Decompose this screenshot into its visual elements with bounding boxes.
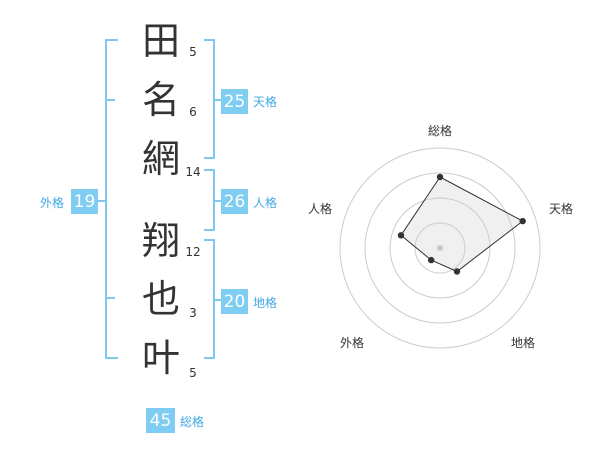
stroke-count-3: 14 [185,165,201,179]
radar-ring-2 [389,197,491,299]
stroke-count-5: 3 [189,306,197,320]
stroke-count-2: 6 [189,105,197,119]
jinkaku-label: 人格 [253,196,278,210]
soukaku-badge: 45 [146,408,175,433]
name-char-4: 翔 [141,219,180,263]
name-char-6: 叶 [141,336,180,380]
jinkaku-bracket [204,169,215,231]
radar-ring-1 [414,222,466,274]
name-char-3: 網 [141,137,180,181]
tenkaku-badge: 25 [221,89,248,114]
name-char-5: 也 [141,277,180,321]
soukaku-label: 総格 [180,415,205,429]
stroke-count-6: 5 [189,366,197,380]
gaikaku-label: 外格 [40,196,65,210]
chikaku-label: 地格 [253,296,278,310]
radar-point-3 [453,268,461,275]
chikaku-badge: 20 [221,289,248,314]
radar-point-1 [436,173,444,181]
radar-point-5 [397,232,405,239]
radar-chart [339,147,541,349]
radar-axis-label-chikaku: 地格 [511,336,536,350]
radar-ring-4 [339,147,541,349]
tenkaku-label: 天格 [253,95,278,109]
radar-axis-label-jinkaku: 人格 [308,202,333,216]
stroke-count-1: 5 [189,45,197,59]
radar-ring-3 [364,172,516,324]
gaikaku-bracket [105,39,118,359]
name-char-2: 名 [141,78,180,122]
radar-axis-label-soukaku: 総格 [428,124,453,138]
radar-axis-label-tenkaku: 天格 [549,202,574,216]
tenkaku-bracket [204,39,215,159]
radar-point-4 [428,256,435,264]
stroke-count-4: 12 [185,245,201,259]
radar-axis-label-gaikaku: 外格 [340,336,365,350]
radar-point-2 [519,217,526,225]
radar-area [400,176,524,273]
jinkaku-badge: 26 [221,189,248,214]
radar-center-marker [437,245,443,251]
name-char-1: 田 [141,19,180,63]
chikaku-bracket [204,239,215,359]
gaikaku-badge: 19 [71,189,98,214]
